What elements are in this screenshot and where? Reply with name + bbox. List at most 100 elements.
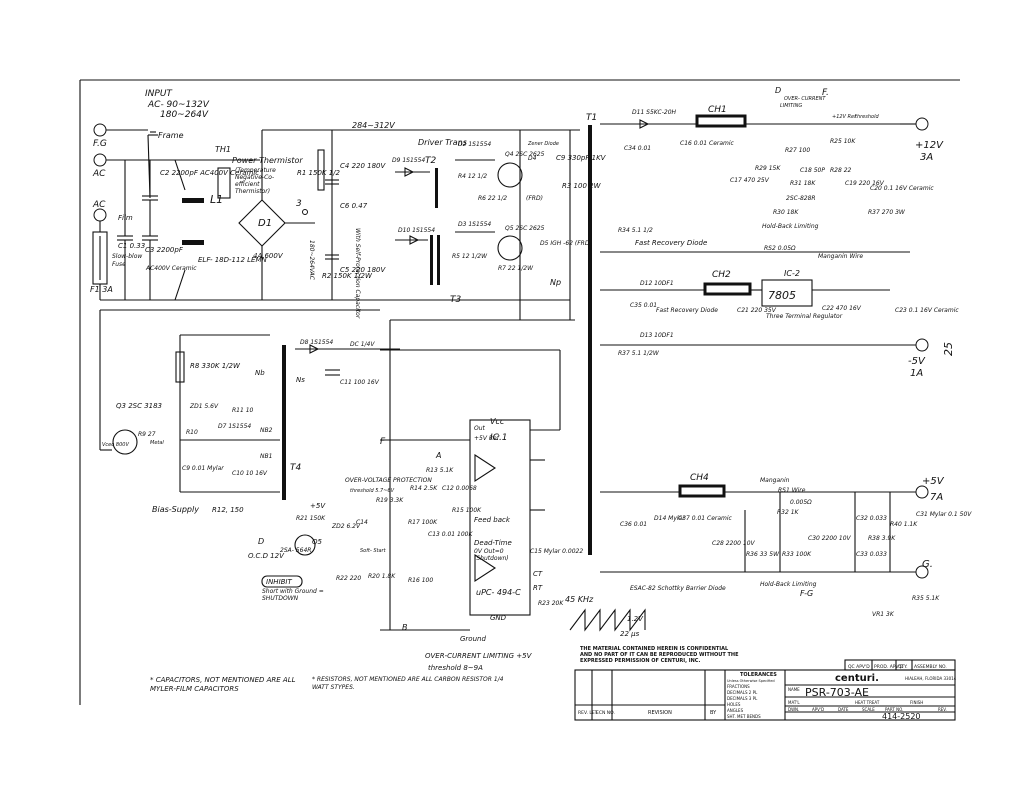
resistor-r8	[175, 351, 185, 383]
c35-label: C35 0.01	[630, 302, 657, 309]
notes: THE MATERIAL CONTAINED HEREIN IS CONFIDE…	[150, 646, 738, 693]
r2-label: R2 150K 1/2W	[322, 272, 373, 280]
holdback-label: Hold-Back Limiting	[762, 223, 819, 230]
t4-core	[282, 345, 286, 500]
output-12v-section: D11 S5KC-20H CH1 C16 0.01 Ceramic C34 0.…	[600, 86, 944, 260]
r25-label: R25 10K	[830, 138, 856, 145]
nb2-label: NB2	[260, 427, 273, 434]
c19-label: C19 220 16V	[845, 180, 885, 187]
r34-label: R34 5.1 1/2	[618, 227, 653, 234]
c20-label: C20 0.1 16V Ceramic	[870, 185, 934, 192]
rs2-label: RS2 0.05Ω	[764, 245, 796, 252]
error-amp-2	[474, 553, 497, 583]
tb-name: PSR-703-AE	[805, 686, 869, 699]
q5b-label: 2SA- 564R	[280, 547, 311, 554]
t2-core	[435, 168, 438, 208]
tb-fractions: FRACTIONS	[727, 684, 750, 689]
d14-label: D14 Mylar	[654, 515, 685, 522]
terminal-ac-1	[93, 153, 107, 167]
nb-label: Nb	[255, 369, 265, 377]
zd1-label: ZD1 5.6V	[189, 403, 219, 410]
tb-dwn: DWN.	[788, 707, 799, 712]
thermistor-title: Power Thermistor	[232, 156, 303, 165]
c21-label: C21 220 35V	[737, 307, 777, 314]
c37-label: C37 0.01 Ceramic	[678, 515, 733, 522]
ic1-vcc: Vcc	[490, 417, 505, 426]
driver-section: Driver Trans T2 T3 D9 1S1554 D10 1S1554 …	[370, 130, 607, 321]
bias-section: R8 330K 1/2W T4 Nb NB2 NB1 Ns D8 1S1554 …	[99, 309, 400, 514]
r36-label: R36 33 5W	[746, 551, 780, 558]
ch4-label: CH4	[690, 473, 709, 483]
ic1-ct: CT	[533, 570, 543, 578]
plus5-label: +5V	[310, 502, 326, 510]
c3-label: C3 2200pF	[145, 246, 184, 254]
tb-scale: SCALE	[862, 707, 875, 712]
t3-core-b	[437, 235, 440, 285]
tb-heat: HEAT TREAT	[855, 700, 880, 705]
bias-label: Bias-Supply	[152, 505, 199, 514]
r29-label: R29 15K	[755, 165, 781, 172]
a5-label: 7A	[930, 492, 943, 503]
c30-label: C30 2200 10V	[808, 535, 852, 542]
output-5v-section: CH4 C36 0.01 D14 Mylar C37 0.01 Ceramic …	[600, 473, 972, 618]
terminal-fg	[93, 123, 107, 137]
d3-label: D3 1S1554	[458, 221, 491, 228]
terminal-ac-2	[93, 208, 107, 222]
tb-dec3: DECIMALS 3 PL	[727, 696, 758, 701]
r38-label: R38 3.9K	[868, 535, 896, 542]
ic1-deadtime: Dead-Time	[474, 539, 512, 547]
ic1-rt: RT	[533, 584, 543, 592]
d2-label: D2 1S1554	[458, 141, 491, 148]
tb-angles: ANGLES	[727, 708, 744, 713]
d7-label: D7 1S1554	[218, 423, 251, 430]
nb1-label: NB1	[260, 453, 272, 460]
ocp-title: OVER-CURRENT LIMITING +5V	[425, 652, 533, 660]
j3-label: 3	[296, 199, 302, 209]
r13-label: R13 5.1K	[426, 467, 454, 474]
transistor-q5-ctrl	[294, 534, 316, 556]
vr1-label: VR1 3K	[872, 611, 895, 618]
r16-label: R16 100	[408, 577, 433, 584]
input-title: INPUT	[145, 89, 173, 99]
rs1-label: RS1 Wire	[778, 487, 806, 494]
c12-label: C12 0.0068	[442, 485, 477, 492]
ovc2-label: LIMITING	[780, 103, 802, 109]
terminal-5v-neg	[915, 338, 929, 352]
an5-label: 1A	[910, 368, 923, 379]
hold2-label: Hold-Back Limiting	[760, 581, 817, 588]
c4-label: C4 220 180V	[340, 162, 387, 170]
t4-label: T4	[290, 463, 301, 473]
r20-label: R20 1.8K	[368, 573, 396, 580]
terminal-fg-label: F.G	[93, 139, 107, 149]
rail-label: 284~312V	[352, 121, 395, 130]
tb-by: BY	[710, 710, 717, 716]
r35-label: R35 5.1K	[912, 595, 940, 602]
c2-label: C2 2200pF AC400V Ceramic	[160, 169, 259, 177]
tb-mat: MAT'L	[788, 700, 800, 705]
r9-label: R9 27	[138, 431, 156, 438]
vce-label: Vceo 800V	[102, 442, 129, 448]
ovp-note: threshold 5.7~6V	[350, 488, 395, 494]
tb-hdr1: QC APV'D	[848, 664, 870, 670]
osc-label: 45 KHz	[565, 595, 594, 604]
fuse-label: F1 3A	[90, 285, 113, 294]
ovc-label: OVER- CURRENT	[784, 96, 826, 102]
fast2-label: Fast Recovery Diode	[656, 307, 718, 314]
d-node-12v: D	[775, 86, 781, 95]
t3-core-a	[430, 235, 433, 285]
dc-label: DC 1/4V	[350, 341, 375, 348]
tb-part: 414-2520	[882, 712, 921, 721]
ic1-out: Out	[474, 425, 486, 432]
c11-label: C11 100 16V	[340, 379, 380, 386]
c32-label: C32 0.033	[856, 515, 887, 522]
vn5-label: -5V	[908, 356, 926, 367]
g-label: G.	[922, 559, 933, 570]
v5-label: +5V	[922, 476, 945, 487]
ic1-shutdown: 0V Out=0 (Shutdown)	[474, 548, 509, 562]
r31-label: R31 18K	[790, 180, 816, 187]
r30-label: R30 18K	[773, 209, 799, 216]
frd-label: (FRD)	[526, 195, 543, 202]
r7-label: R7 22 1/2W	[498, 265, 534, 272]
d9-label: D9 1S1554	[392, 157, 425, 164]
terminal-5v	[915, 485, 929, 499]
